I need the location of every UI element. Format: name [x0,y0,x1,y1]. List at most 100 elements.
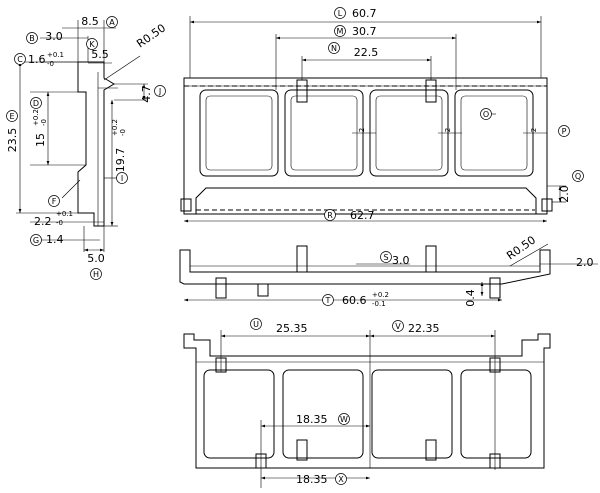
top-window-1 [199,89,279,177]
dim-text-19-7: 19.7 [114,148,127,173]
callout-m [334,25,346,37]
callout-u-letter: U [253,320,259,329]
dim-text-5-0: 5.0 [87,252,105,265]
front-leg-1 [215,277,227,299]
callout-a [106,16,118,28]
front-leg-2 [257,283,269,297]
top-frame-outline [183,77,548,215]
callout-x [335,473,347,485]
bottom-view: U V W X 25.35 22.35 18.35 18.35 [183,318,551,488]
tol-1-6-dn: -0 [47,60,54,68]
dim-text-radius-side: R0.50 [134,21,168,50]
callout-q-letter: Q [575,172,581,181]
dim-text-2-2: 2.2 [34,215,52,228]
dim-text-22-5: 22.5 [354,46,379,59]
callout-c-letter: C [17,55,23,64]
callout-h-letter: H [93,270,99,279]
front-pin-2 [425,245,437,273]
dim-text-18-35-w: 18.35 [296,413,328,426]
top-window-1-inner [205,95,273,171]
top-window-2 [284,89,364,177]
radius-leader-front [509,243,549,267]
gap-text-2: 2 [444,128,452,132]
dim-text-4-7: 4.7 [140,85,153,103]
callout-n-letter: N [331,44,337,53]
callout-p-letter: P [562,127,567,136]
callout-h [90,268,102,280]
top-window-4-inner [460,95,528,171]
callout-t [322,294,334,306]
tol-19-7-dn: -0 [119,129,127,136]
tol-2-2-dn: -0 [56,219,63,227]
radius-leader-side [103,55,141,81]
top-pin-2 [425,79,437,103]
top-window-3 [369,89,449,177]
callout-u [250,318,262,330]
tol-15-dn: -0 [40,119,48,126]
bottom-pin-5 [425,439,437,461]
callout-n [328,42,340,54]
tol-2-2-up: +0.1 [56,210,73,218]
tol-19-7-up: +0.2 [111,119,119,136]
callout-l-letter: L [338,9,343,18]
callout-w [338,413,350,425]
dim-text-60-7: 60.7 [352,7,377,20]
callout-j [154,85,166,97]
front-outline [179,249,551,285]
bottom-window-1 [203,369,275,459]
callout-r-letter: R [327,211,333,220]
callout-f [48,195,60,207]
callout-g-letter: G [33,236,39,245]
callout-d [30,97,42,109]
callout-v-letter: V [395,322,401,331]
callout-v [392,320,404,332]
callout-q [572,170,584,182]
bottom-window-3 [371,369,453,459]
bottom-outline [183,333,551,469]
dim-text-25-35: 25.35 [276,322,308,335]
callout-s-letter: S [383,253,388,262]
dim-text-15: 15 [34,133,47,147]
dim-text-23-5: 23.5 [6,128,19,153]
dim-text-0-4: 0.4 [464,289,477,307]
callout-d-letter: D [33,99,39,108]
callout-x-letter: X [338,475,344,484]
callout-e [6,110,18,122]
top-foot-right [541,198,553,212]
dim-text-8-5: 8.5 [81,15,99,28]
front-pin-1 [296,245,308,273]
front-leg-3 [489,277,501,299]
dim-text-2-0-top: 2.0 [558,185,571,203]
callout-p [558,125,570,137]
dim-text-62-7: 62.7 [350,209,375,222]
dim-text-2-0-front: 2.0 [576,256,594,269]
dim-text-18-35-x: 18.35 [296,473,328,486]
callout-o-letter: O [483,110,489,119]
dim-text-3-0: 3.0 [45,30,63,43]
callout-c [14,53,26,65]
dim-text-22-35: 22.35 [408,322,440,335]
callout-k [86,38,98,50]
bottom-window-2 [282,369,364,459]
bottom-window-4 [460,369,532,459]
callout-a-letter: A [109,18,115,27]
callout-o [480,108,492,120]
tol-1-6-up: +0.1 [47,51,64,59]
callout-b [26,32,38,44]
side-profile-outline [77,61,115,227]
callout-s [380,251,392,263]
callout-r [324,209,336,221]
callout-j-letter: J [158,87,161,96]
tol-60-6-dn: -0.1 [372,300,386,308]
dim-text-30-7: 30.7 [352,25,377,38]
callout-m-letter: M [337,27,344,36]
dim-text-60-6: 60.6 [342,294,367,307]
leader-f [61,179,81,199]
callout-w-letter: W [340,415,348,424]
dim-text-5-5: 5.5 [91,48,109,61]
gap-text-3: 2 [530,128,538,132]
dim-text-radius-front: R0.50 [504,233,538,262]
side-view: B A K C J E D I F G H 8.5 3.0 5.5 1.6 +0… [6,15,168,280]
callout-g [30,234,42,246]
